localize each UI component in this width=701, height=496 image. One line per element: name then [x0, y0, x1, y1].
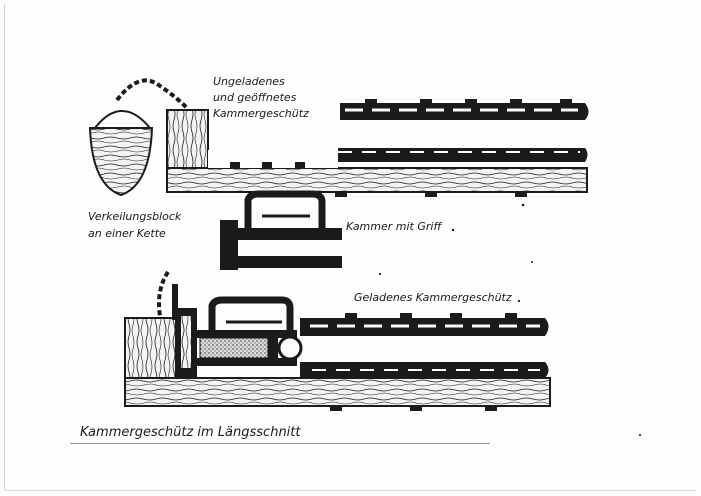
- label-unloaded-line2: und geöffnetes: [213, 91, 297, 104]
- wedge-block-with-chain: [88, 78, 189, 197]
- specks: [378, 203, 641, 436]
- figure-caption: Kammergeschütz im Längsschnitt: [80, 425, 301, 440]
- unloaded-barrel-lower: [338, 148, 588, 162]
- chamber-handle: [244, 190, 326, 228]
- label-block-line2: an einer Kette: [88, 227, 166, 240]
- loaded-chain: [157, 270, 170, 317]
- unloaded-cannon: [166, 99, 589, 197]
- unloaded-wooden-bed: [166, 167, 588, 193]
- page-edge: [4, 4, 697, 491]
- cannonball: [277, 335, 303, 361]
- caption-rule: [70, 443, 490, 444]
- label-unloaded-line3: Kammergeschütz: [213, 107, 309, 120]
- chamber-with-handle: [220, 190, 342, 270]
- wedge-block-bucket: [88, 127, 154, 197]
- loaded-wooden-bed: [124, 377, 551, 407]
- breech-opening: [208, 150, 338, 168]
- loaded-cannon: [124, 270, 551, 411]
- chamber-body: [220, 220, 238, 270]
- label-unloaded-line1: Ungeladenes: [213, 75, 285, 88]
- label-block-line1: Verkeilungsblock: [88, 210, 182, 223]
- bucket-handle: [91, 110, 151, 133]
- powder-charge: [199, 337, 269, 359]
- label-chamber: Kammer mit Griff: [346, 220, 442, 233]
- label-loaded: Geladenes Kammergeschütz: [354, 291, 512, 304]
- loaded-chamber-handle: [208, 296, 294, 330]
- chain: [115, 78, 189, 110]
